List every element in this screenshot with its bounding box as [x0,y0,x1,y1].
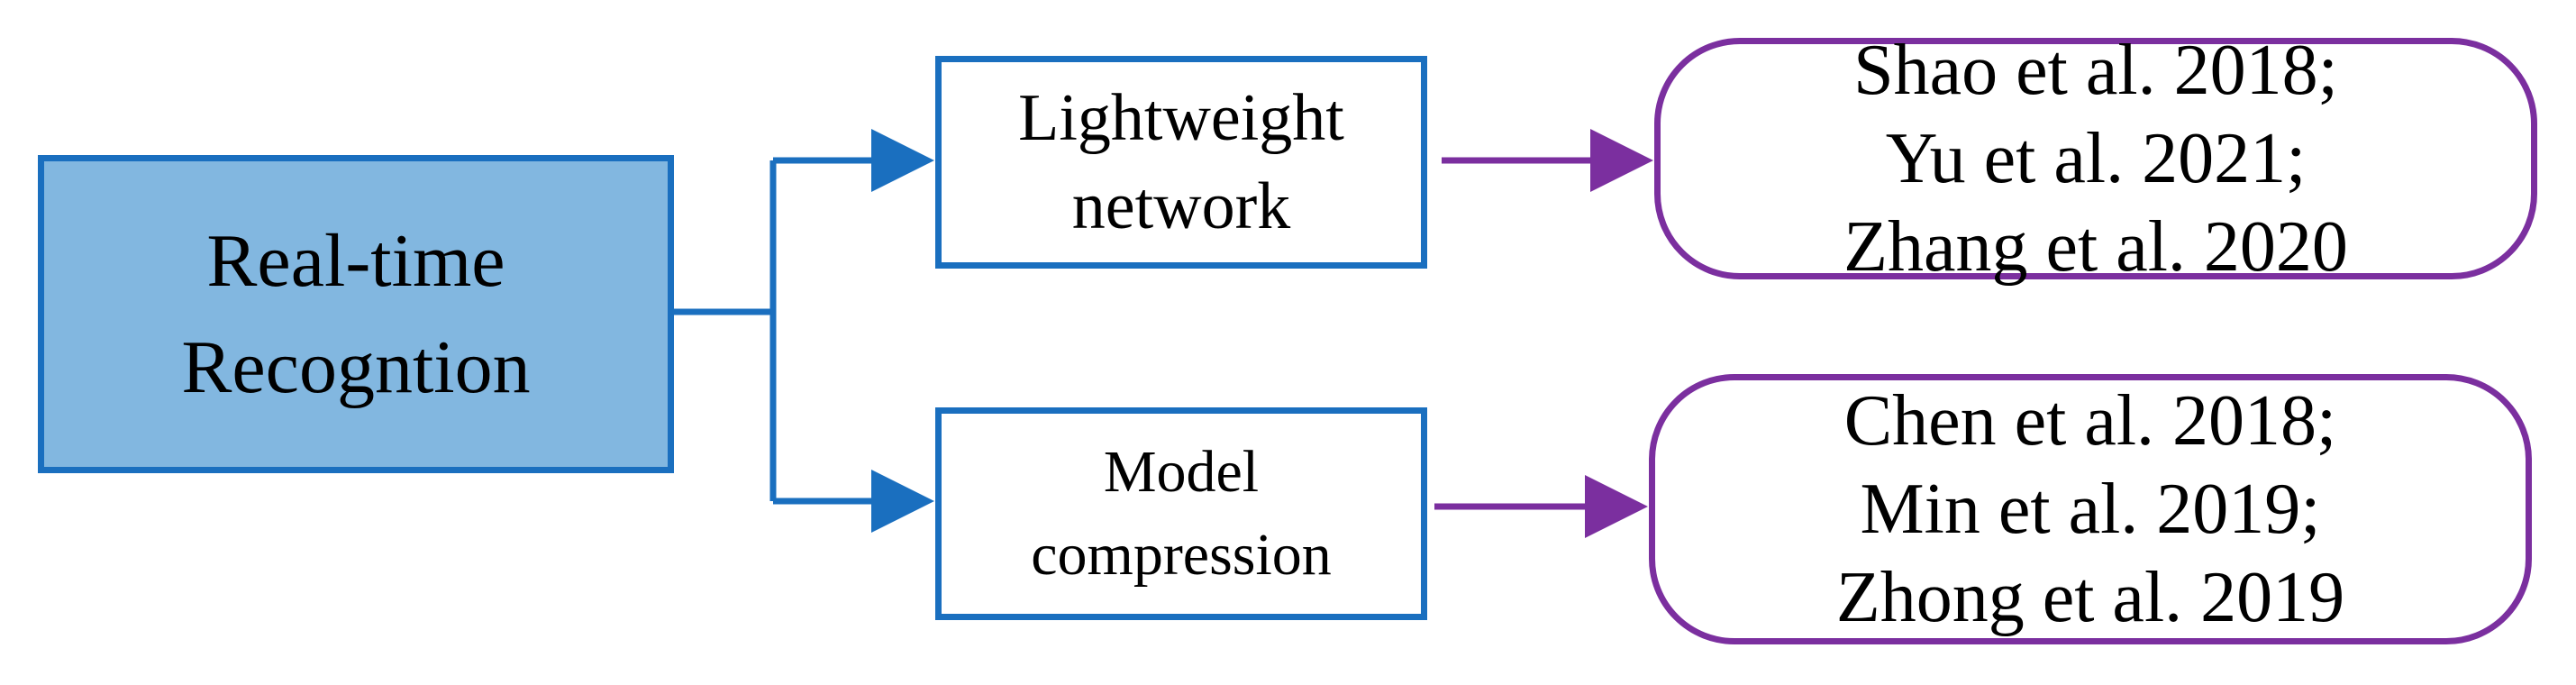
ref-2-line-2: Min et al. 2019; [1860,470,2321,549]
lightweight-references-box: Shao et al. 2018; Yu et al. 2021; Zhang … [1654,31,2537,287]
real-time-recognition-box: Real-time Recogntion [38,155,674,473]
root-line-1: Real-time [206,218,505,303]
model-compression-box: Model compression [935,407,1427,620]
ref-1-line-1: Shao et al. 2018; [1853,31,2338,110]
lightweight-network-box: Lightweight network [935,56,1427,269]
method-2-line-1: Model [1103,439,1260,505]
method-2-line-2: compression [1031,522,1332,588]
method-1-line-2: network [1071,169,1291,243]
ref-1-line-3: Zhang et al. 2020 [1843,207,2348,287]
ref-2-line-3: Zhong et al. 2019 [1835,558,2345,637]
ref-2-line-1: Chen et al. 2018; [1843,381,2337,461]
compression-references-box: Chen et al. 2018; Min et al. 2019; Zhong… [1649,374,2532,644]
ref-1-line-2: Yu et al. 2021; [1885,119,2307,198]
root-line-2: Recogntion [181,324,531,409]
method-1-line-1: Lightweight [1018,81,1344,155]
